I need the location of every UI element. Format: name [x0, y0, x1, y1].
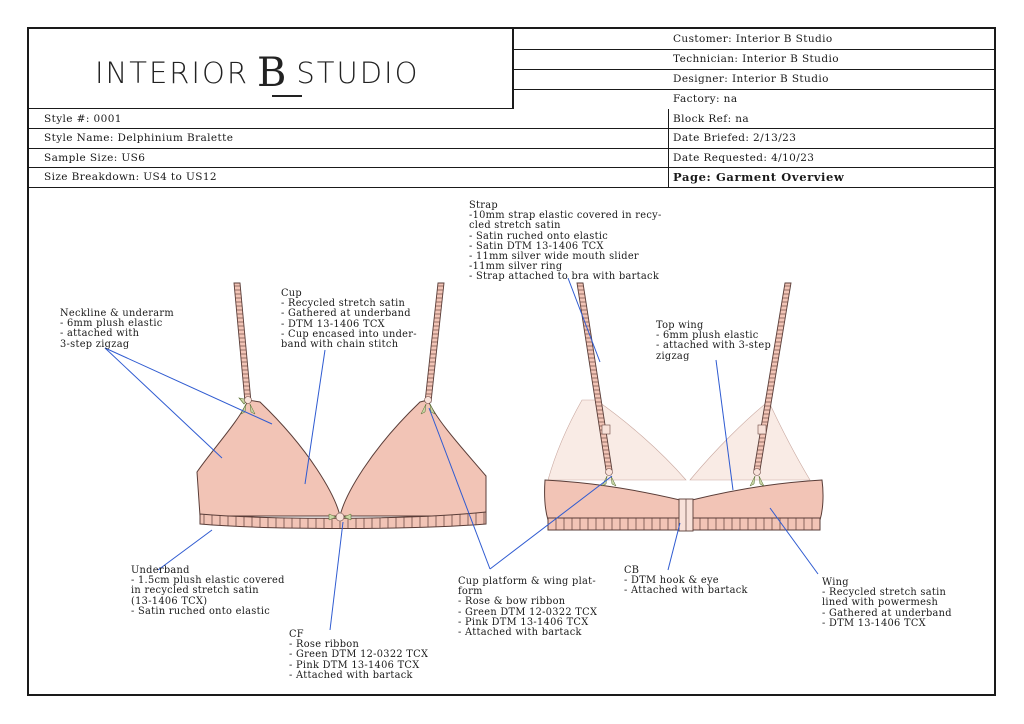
back-left-slider [601, 424, 611, 435]
back-left-cup-mesh [547, 399, 687, 481]
note-center-front: CF - Rose ribbon - Green DTM 12-0322 TCX… [289, 629, 429, 681]
front-left-strap [233, 282, 252, 403]
style-name-field: Style Name: Delphinium Bralette [44, 132, 234, 144]
back-right-cup-mesh [689, 399, 811, 481]
note-top-wing: Top wing - 6mm plush elastic - attached … [656, 320, 772, 362]
front-cf-bow [328, 512, 352, 522]
style-number-field: Style #: 0001 [44, 113, 122, 125]
note-cup: Cup - Recycled stretch satin - Gathered … [281, 288, 417, 351]
note-cup-platform: Cup platform & wing plat- form - Rose & … [458, 576, 598, 639]
note-neckline-underarm: Neckline & underarm - 6mm plush elastic … [60, 308, 175, 350]
note-strap: Strap -10mm strap elastic covered in rec… [469, 200, 662, 283]
date-requested-field: Date Requested: 4/10/23 [673, 152, 815, 164]
header-rule [513, 69, 996, 70]
front-left-cup [196, 399, 341, 517]
designer-field: Designer: Interior B Studio [673, 73, 829, 85]
size-breakdown-field: Size Breakdown: US4 to US12 [44, 171, 218, 183]
technician-field: Technician: Interior B Studio [673, 53, 839, 65]
note-center-back: CB - DTM hook & eye - Attached with bart… [624, 565, 748, 597]
back-left-wing [544, 479, 681, 521]
front-left-bow [238, 396, 256, 415]
callout-leaders [104, 277, 819, 631]
note-underband: Underband - 1.5cm plush elastic covered … [131, 565, 285, 617]
brand-mark: B [256, 50, 289, 96]
front-view-bra [196, 282, 487, 529]
back-right-wing [691, 479, 824, 521]
sample-size-field: Sample Size: US6 [44, 152, 146, 164]
back-view-bra [544, 282, 824, 532]
back-right-bow [749, 468, 765, 487]
date-briefed-field: Date Briefed: 2/13/23 [673, 132, 797, 144]
front-underband [199, 511, 487, 529]
block-ref-field: Block Ref: na [673, 113, 750, 125]
header-rule [29, 128, 996, 129]
customer-field: Customer: Interior B Studio [673, 33, 833, 45]
header-rule [29, 167, 996, 168]
brand-word-right: STUDIO [296, 56, 420, 90]
header-rule [29, 148, 996, 149]
front-right-bow [420, 396, 436, 415]
header-rule [513, 49, 996, 50]
brand-underline [272, 95, 302, 97]
brand-word-left: INTERIOR [95, 56, 249, 90]
back-right-slider [757, 424, 767, 435]
header-rule [29, 187, 996, 188]
front-right-strap [424, 282, 445, 403]
note-wing: Wing - Recycled stretch satin lined with… [822, 577, 952, 629]
factory-field: Factory: na [673, 93, 738, 105]
page-title: Page: Garment Overview [673, 170, 845, 184]
front-right-cup [339, 399, 487, 517]
header-rule [513, 89, 996, 90]
